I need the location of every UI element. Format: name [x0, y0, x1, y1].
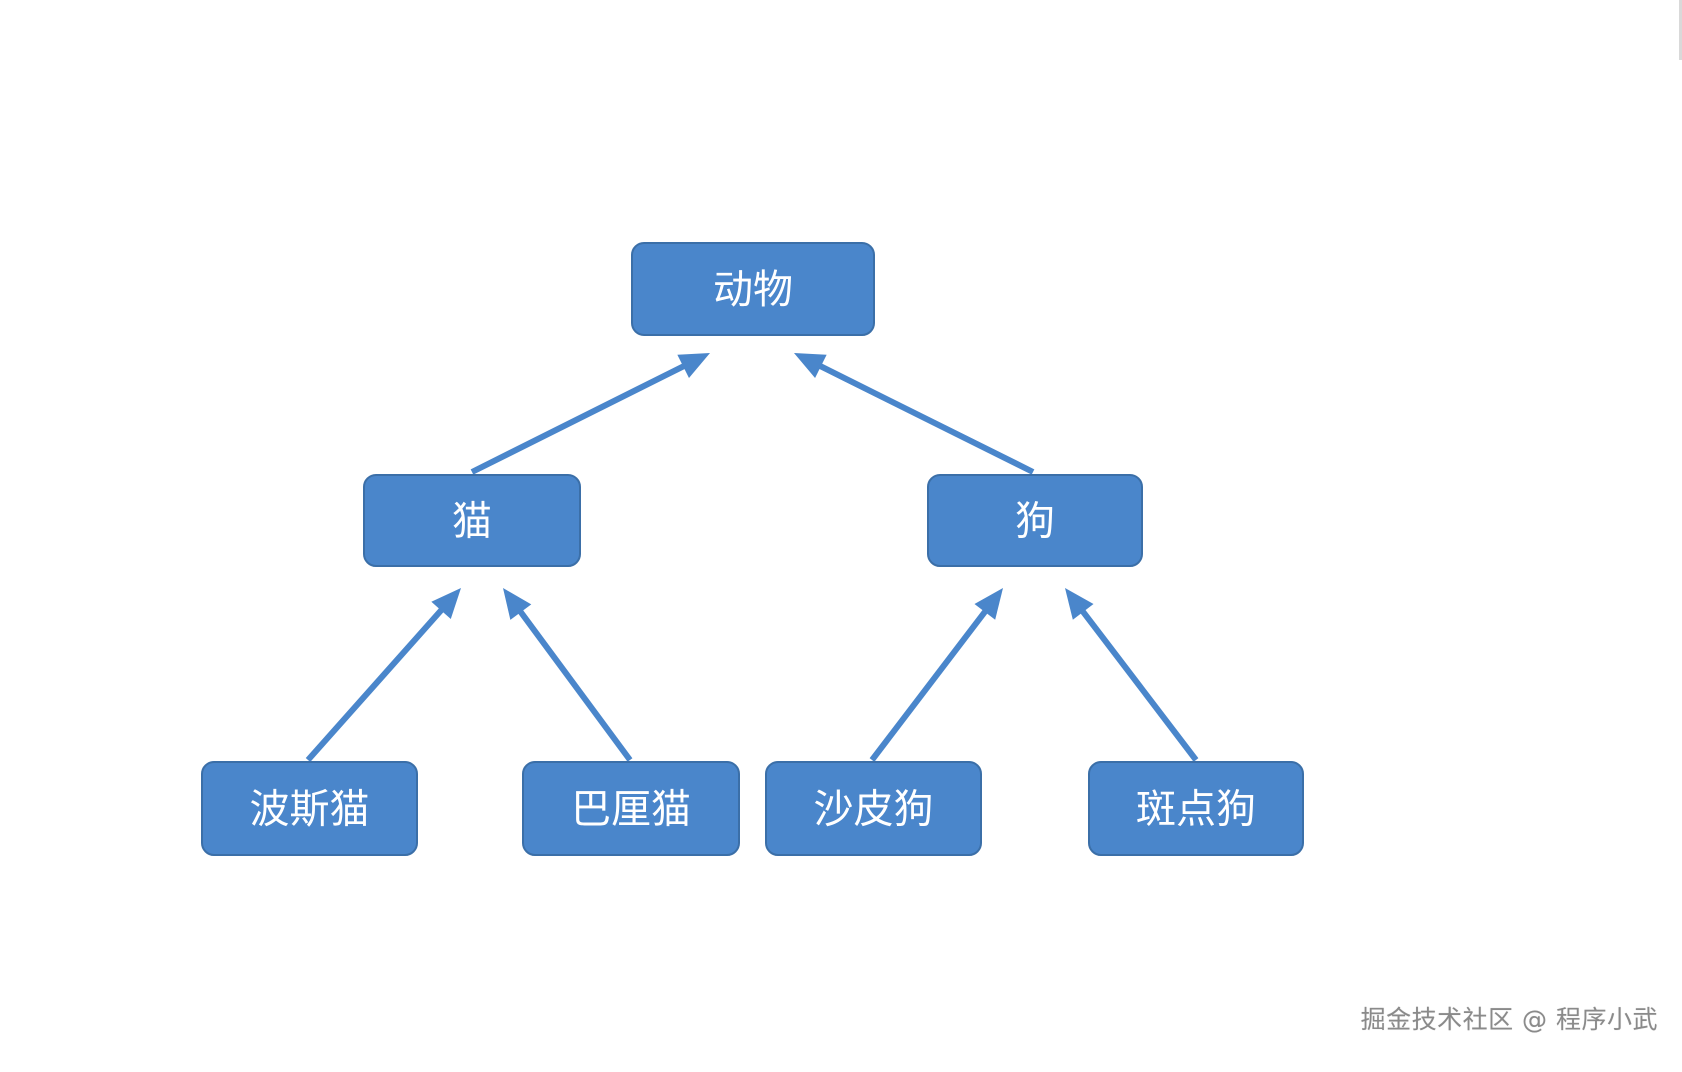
- arrow-shaft: [817, 362, 1035, 475]
- node-box: [927, 474, 1143, 567]
- arrow-shaft: [517, 608, 633, 762]
- node-dalmatian: 斑点狗: [1088, 761, 1304, 856]
- node-label: 波斯猫: [250, 787, 370, 833]
- arrow-shaft: [869, 608, 989, 762]
- arrow-dalmatian-to-dog: [1065, 588, 1199, 762]
- arrow-head: [677, 353, 710, 379]
- arrow-bali-cat-to-cat: [503, 588, 633, 762]
- node-label: 猫: [452, 499, 492, 545]
- edges-layer: [305, 353, 1199, 762]
- node-box: [363, 474, 581, 567]
- node-label: 斑点狗: [1136, 787, 1256, 833]
- node-dog: 狗: [927, 474, 1143, 567]
- node-cat: 猫: [363, 474, 581, 567]
- node-shar-pei: 沙皮狗: [765, 761, 982, 856]
- arrow-head: [1065, 588, 1094, 620]
- node-box: [631, 242, 875, 336]
- page-edge-divider: [1679, 0, 1682, 60]
- node-box: [522, 761, 740, 856]
- arrow-shar-pei-to-dog: [869, 588, 1003, 762]
- node-label: 狗: [1015, 499, 1055, 545]
- arrow-dog-to-animal: [794, 353, 1035, 475]
- arrow-shaft: [305, 606, 445, 762]
- node-persian-cat: 波斯猫: [201, 761, 418, 856]
- arrow-persian-cat-to-cat: [305, 588, 461, 762]
- node-label: 巴厘猫: [571, 787, 691, 833]
- node-label: 动物: [713, 267, 793, 313]
- arrow-shaft: [470, 362, 687, 475]
- node-bali-cat: 巴厘猫: [522, 761, 740, 856]
- node-box: [201, 761, 418, 856]
- node-label: 沙皮狗: [814, 787, 934, 833]
- arrow-shaft: [1079, 608, 1199, 762]
- node-box: [765, 761, 982, 856]
- watermark: 掘金技术社区 @ 程序小武: [1360, 1005, 1658, 1034]
- arrow-head: [794, 353, 827, 379]
- arrow-head: [974, 588, 1003, 620]
- node-animal: 动物: [631, 242, 875, 336]
- arrow-head: [503, 588, 532, 620]
- arrow-head: [431, 588, 461, 620]
- arrow-cat-to-animal: [470, 353, 710, 475]
- node-box: [1088, 761, 1304, 856]
